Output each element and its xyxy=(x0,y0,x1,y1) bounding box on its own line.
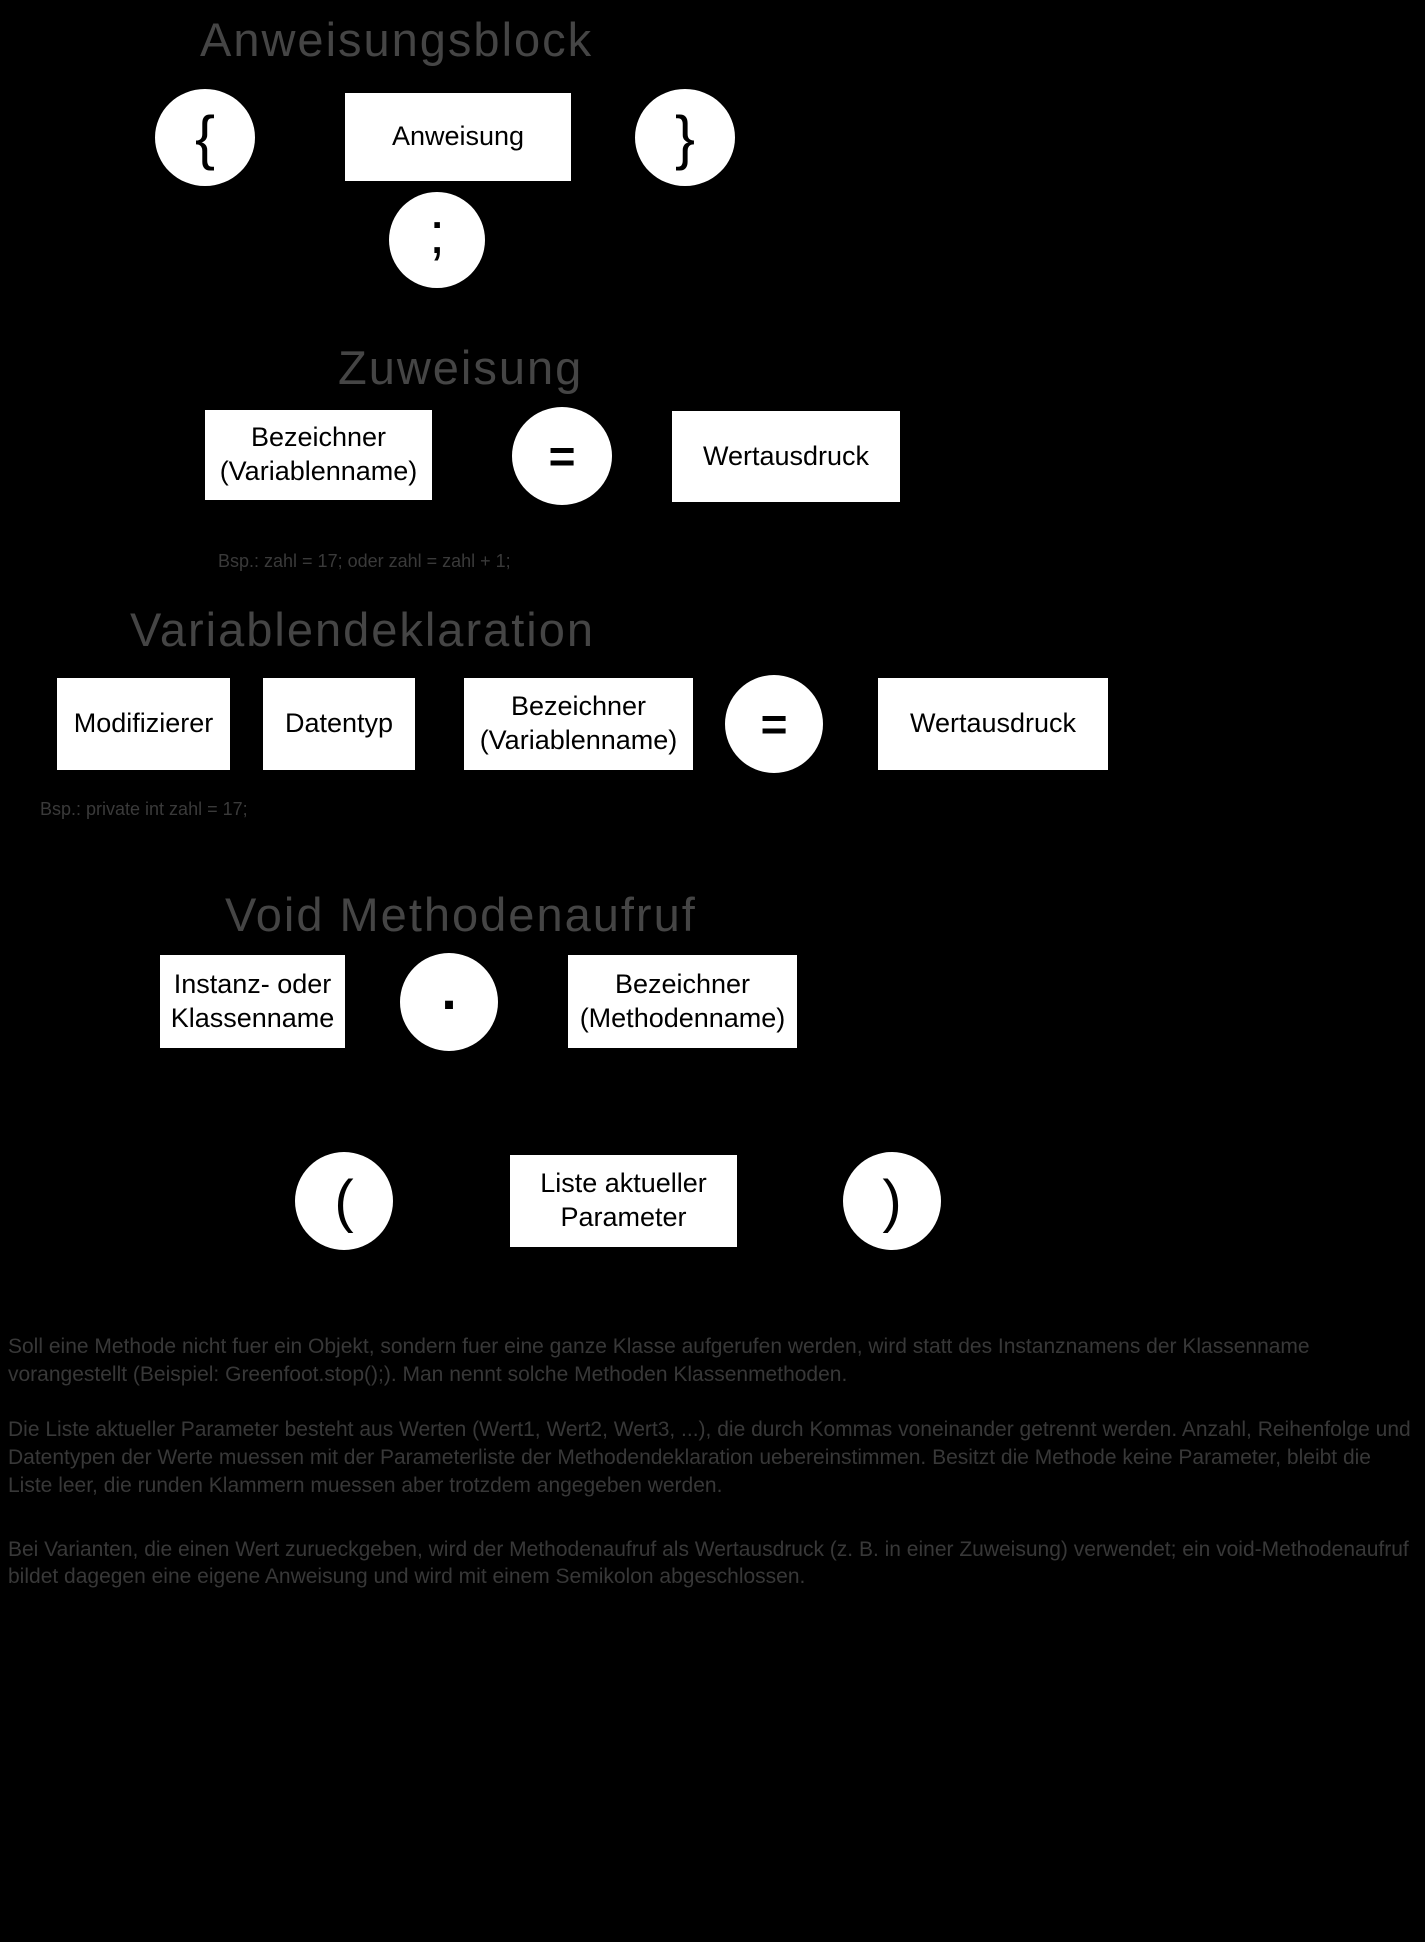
section-title-void-methodenaufruf: Void Methodenaufruf xyxy=(225,888,697,941)
bezeichner-methodenname-box: Bezeichner (Methodenname) xyxy=(568,955,797,1048)
bezeichner-variablenname-box: Bezeichner (Variablenname) xyxy=(205,410,432,500)
datentyp-box: Datentyp xyxy=(263,678,415,770)
zuweisung-example-code: Bsp.: zahl = 17; oder zahl = zahl + 1; xyxy=(218,551,511,571)
open-paren-node: ( xyxy=(295,1152,393,1250)
close-paren-node: ) xyxy=(843,1152,941,1250)
dot-node: . xyxy=(400,953,498,1051)
footnote-klassenmethoden: Soll eine Methode nicht fuer ein Objekt,… xyxy=(8,1335,1310,1386)
section-title-zuweisung: Zuweisung xyxy=(338,341,584,394)
liste-aktueller-parameter-box: Liste aktueller Parameter xyxy=(510,1155,737,1247)
wertausdruck-box-2: Wertausdruck xyxy=(878,678,1108,770)
footnote-parameterliste: Die Liste aktueller Parameter besteht au… xyxy=(8,1418,1411,1497)
bezeichner-variablenname-box-2: Bezeichner (Variablenname) xyxy=(464,678,693,770)
semicolon-node: ; xyxy=(389,192,485,288)
footnotes-block: Soll eine Methode nicht fuer ein Objekt,… xyxy=(8,1333,1420,1591)
section-title-variablendeklaration: Variablendeklaration xyxy=(130,603,596,656)
wertausdruck-box: Wertausdruck xyxy=(672,411,900,502)
instanz-oder-klassenname-box: Instanz- oder Klassenname xyxy=(160,955,345,1048)
modifizierer-box: Modifizierer xyxy=(57,678,230,770)
equals-node-2: = xyxy=(725,675,823,773)
close-brace-node: } xyxy=(635,89,735,186)
anweisung-box: Anweisung xyxy=(345,93,571,181)
section-title-anweisungsblock: Anweisungsblock xyxy=(200,13,594,66)
open-brace-node: { xyxy=(155,89,255,186)
footnote-rueckgabewert: Bei Varianten, die einen Wert zurueckgeb… xyxy=(8,1537,1409,1589)
equals-node: = xyxy=(512,407,612,505)
variablendeklaration-example-code: Bsp.: private int zahl = 17; xyxy=(40,799,248,819)
